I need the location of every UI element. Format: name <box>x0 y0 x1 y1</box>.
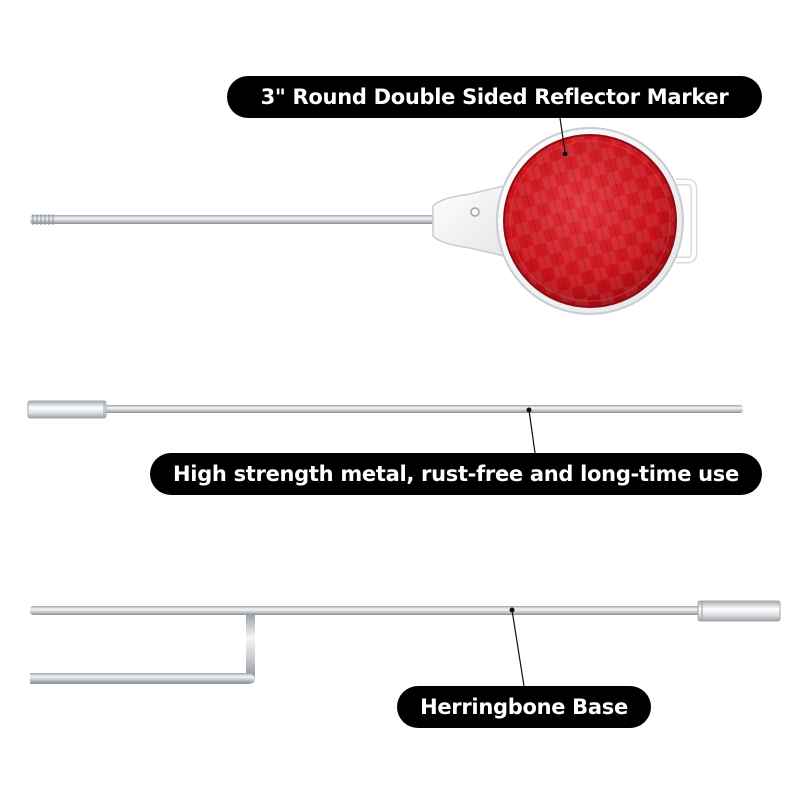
base-label-text: Herringbone Base <box>420 695 628 719</box>
metal-rod-icon <box>100 405 743 413</box>
rod-extension <box>27 400 743 454</box>
reflector-marker <box>30 117 698 315</box>
reflector-leader-line <box>559 117 566 153</box>
metal-label-text: High strength metal, rust-free and long-… <box>173 462 739 486</box>
rod-coupler <box>27 400 107 419</box>
herringbone-base <box>30 600 781 687</box>
marker-rod <box>30 214 445 225</box>
metal-leader-line <box>528 409 536 454</box>
metal-label: High strength metal, rust-free and long-… <box>150 453 762 495</box>
reflector-label: 3" Round Double Sided Reflector Marker <box>227 76 762 118</box>
round-reflector-icon <box>503 134 677 308</box>
base-leader-line <box>511 609 525 687</box>
reflector-label-text: 3" Round Double Sided Reflector Marker <box>260 85 729 109</box>
threaded-tip-icon <box>32 214 54 225</box>
base-label: Herringbone Base <box>397 686 651 728</box>
ground-stake-icon <box>30 600 781 684</box>
